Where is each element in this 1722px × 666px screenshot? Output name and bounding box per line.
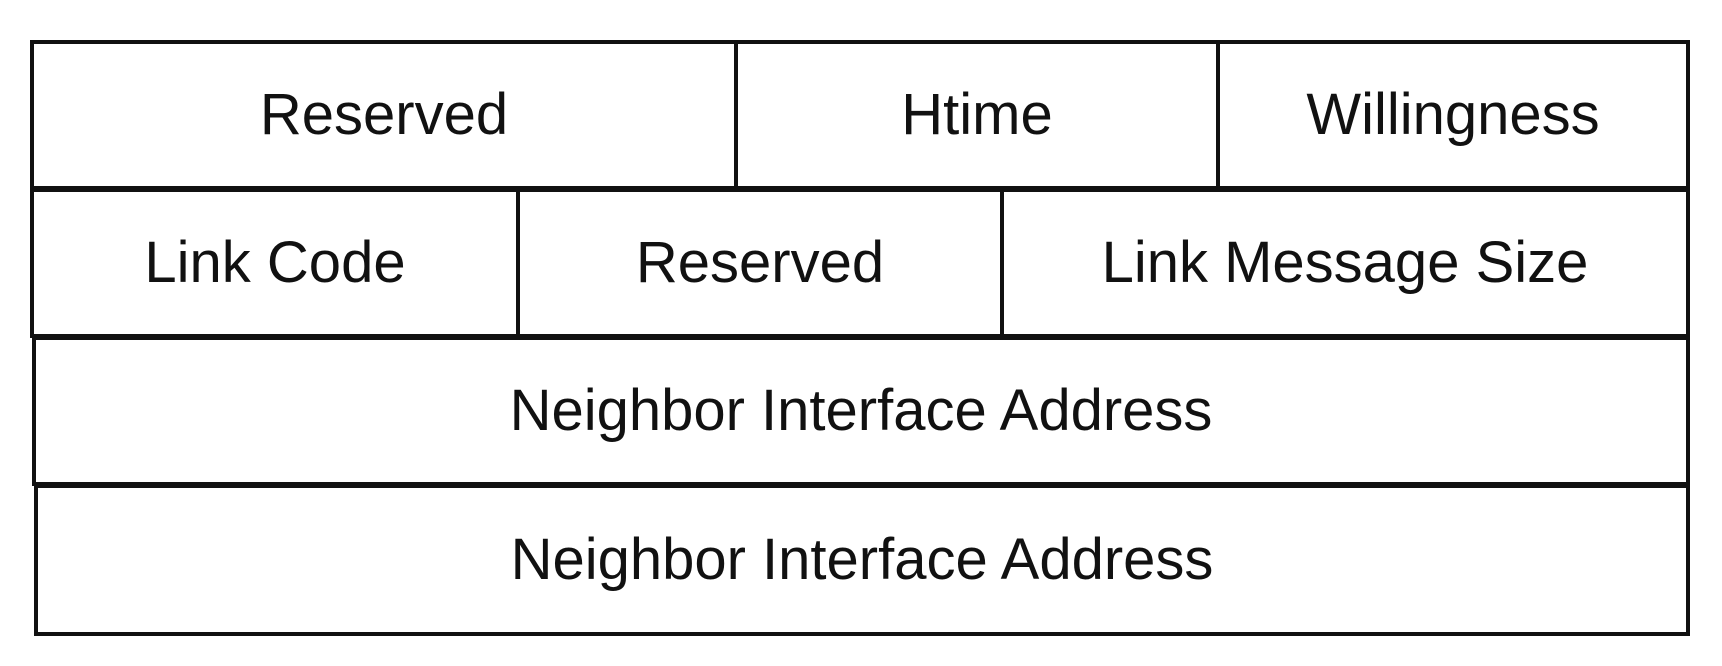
field-reserved: Reserved bbox=[259, 82, 509, 147]
header-row-1: Reserved Htime Willingness bbox=[30, 40, 1690, 190]
header-row-2: Link Code Reserved Link Message Size bbox=[30, 188, 1690, 338]
field-reserved-2: Reserved bbox=[516, 192, 1000, 334]
address-row-1: Neighbor Interface Address bbox=[32, 336, 1690, 486]
field-neighbor-interface-address-2: Neighbor Interface Address bbox=[510, 527, 1214, 592]
field-link-code: Link Code bbox=[144, 230, 406, 295]
address-row-2: Neighbor Interface Address bbox=[34, 484, 1690, 636]
field-willingness: Willingness bbox=[1216, 44, 1686, 186]
field-link-message-size: Link Message Size bbox=[1000, 192, 1686, 334]
field-neighbor-interface-address-1: Neighbor Interface Address bbox=[509, 378, 1213, 443]
field-htime: Htime bbox=[734, 44, 1216, 186]
